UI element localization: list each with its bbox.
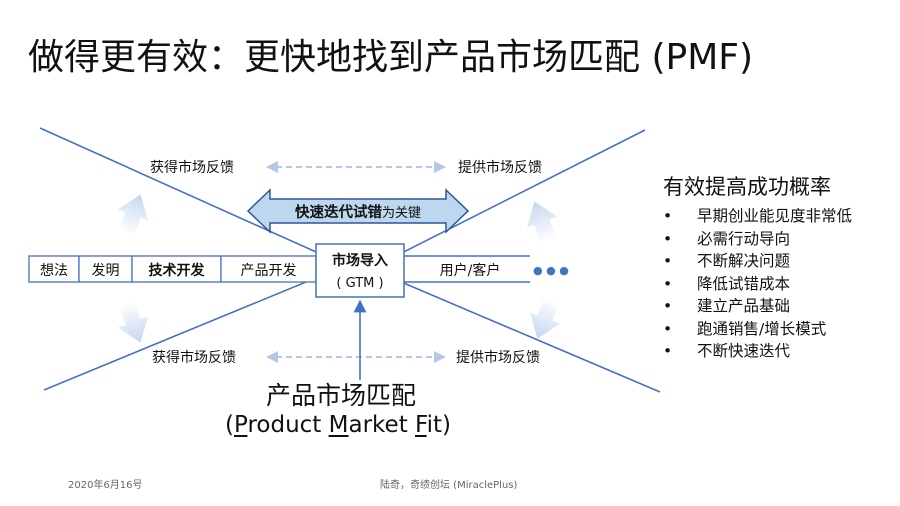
stage-box-invention [78,255,133,283]
users-label: 用户/客户 [440,262,501,279]
benefits-heading: 有效提高成功概率 [663,175,831,199]
iteration-double-arrow [246,188,470,234]
pmf-title: 产品市场匹配 [266,381,417,410]
soft-arrow-bottom-left [117,300,149,343]
cross-line-left-up [43,267,341,391]
gtm-sublabel: ( GTM ) [336,276,383,291]
dashed-feedback-arrow-top [266,161,446,173]
soft-arrow-top-right [526,201,558,244]
stage-box-product-dev [220,255,317,283]
feedback-bottom-right: 提供市场反馈 [456,349,540,366]
pmf-subtitle-p: P [233,412,248,438]
more-dots: ● ● ● [533,264,569,277]
gtm-box [315,243,405,298]
cross-line-right-down [379,272,661,393]
benefit-item: 必需行动导向 [663,228,852,251]
feedback-top-left: 获得市场反馈 [150,159,234,176]
cross-line-right-up [379,129,646,265]
benefit-item: 降低试错成本 [663,273,852,296]
feedback-top-right: 提供市场反馈 [458,159,542,176]
pmf-subtitle-roduct: roduct [247,412,329,438]
benefit-item: 不断解决问题 [663,250,852,273]
benefits-list: 早期创业能见度非常低 必需行动导向 不断解决问题 降低试错成本 建立产品基础 跑… [663,205,852,363]
stage-label-product-dev: 产品开发 [241,263,297,279]
footer-date: 2020年6月16号 [68,480,143,491]
pmf-subtitle-m: M [328,412,349,438]
pmf-subtitle-arket: arket [348,412,416,438]
iteration-label-main: 快速迭代试错 [295,203,382,221]
stage-label-invention: 发明 [92,263,120,279]
benefit-item: 建立产品基础 [663,295,852,318]
cross-line-left-down [39,127,346,266]
iteration-label: 快速迭代试错为关键 [295,203,421,221]
benefit-item: 跑通销售/增长模式 [663,318,852,341]
stage-boxes: 想法 发明 技术开发 产品开发 [28,255,317,283]
stage-box-tech-dev [131,255,222,283]
soft-arrow-top-left [117,194,149,237]
stage-label-tech-dev: 技术开发 [149,262,206,279]
pmf-subtitle-open: ( [225,412,234,438]
iteration-label-suffix: 为关键 [382,206,421,221]
stage-label-idea: 想法 [40,263,68,279]
feedback-bottom-left: 获得市场反馈 [152,349,236,366]
gtm-label: 市场导入 [332,252,388,269]
pmf-subtitle-it: it) [426,412,451,438]
dashed-feedback-arrow-bottom [266,351,446,363]
benefit-item: 不断快速迭代 [663,340,852,363]
benefit-item: 早期创业能见度非常低 [663,205,852,228]
slide-title: 做得更有效：更快地找到产品市场匹配 (PMF) [28,37,754,78]
benefits-panel: 有效提高成功概率 早期创业能见度非常低 必需行动导向 不断解决问题 降低试错成本… [663,171,852,363]
soft-arrow-bottom-right [529,296,561,339]
footer-author: 陆奇，奇绩创坛 (MiraclePlus) [380,480,518,491]
pmf-subtitle-f: F [415,412,427,438]
pmf-subtitle: (Product Market Fit) [225,412,451,438]
